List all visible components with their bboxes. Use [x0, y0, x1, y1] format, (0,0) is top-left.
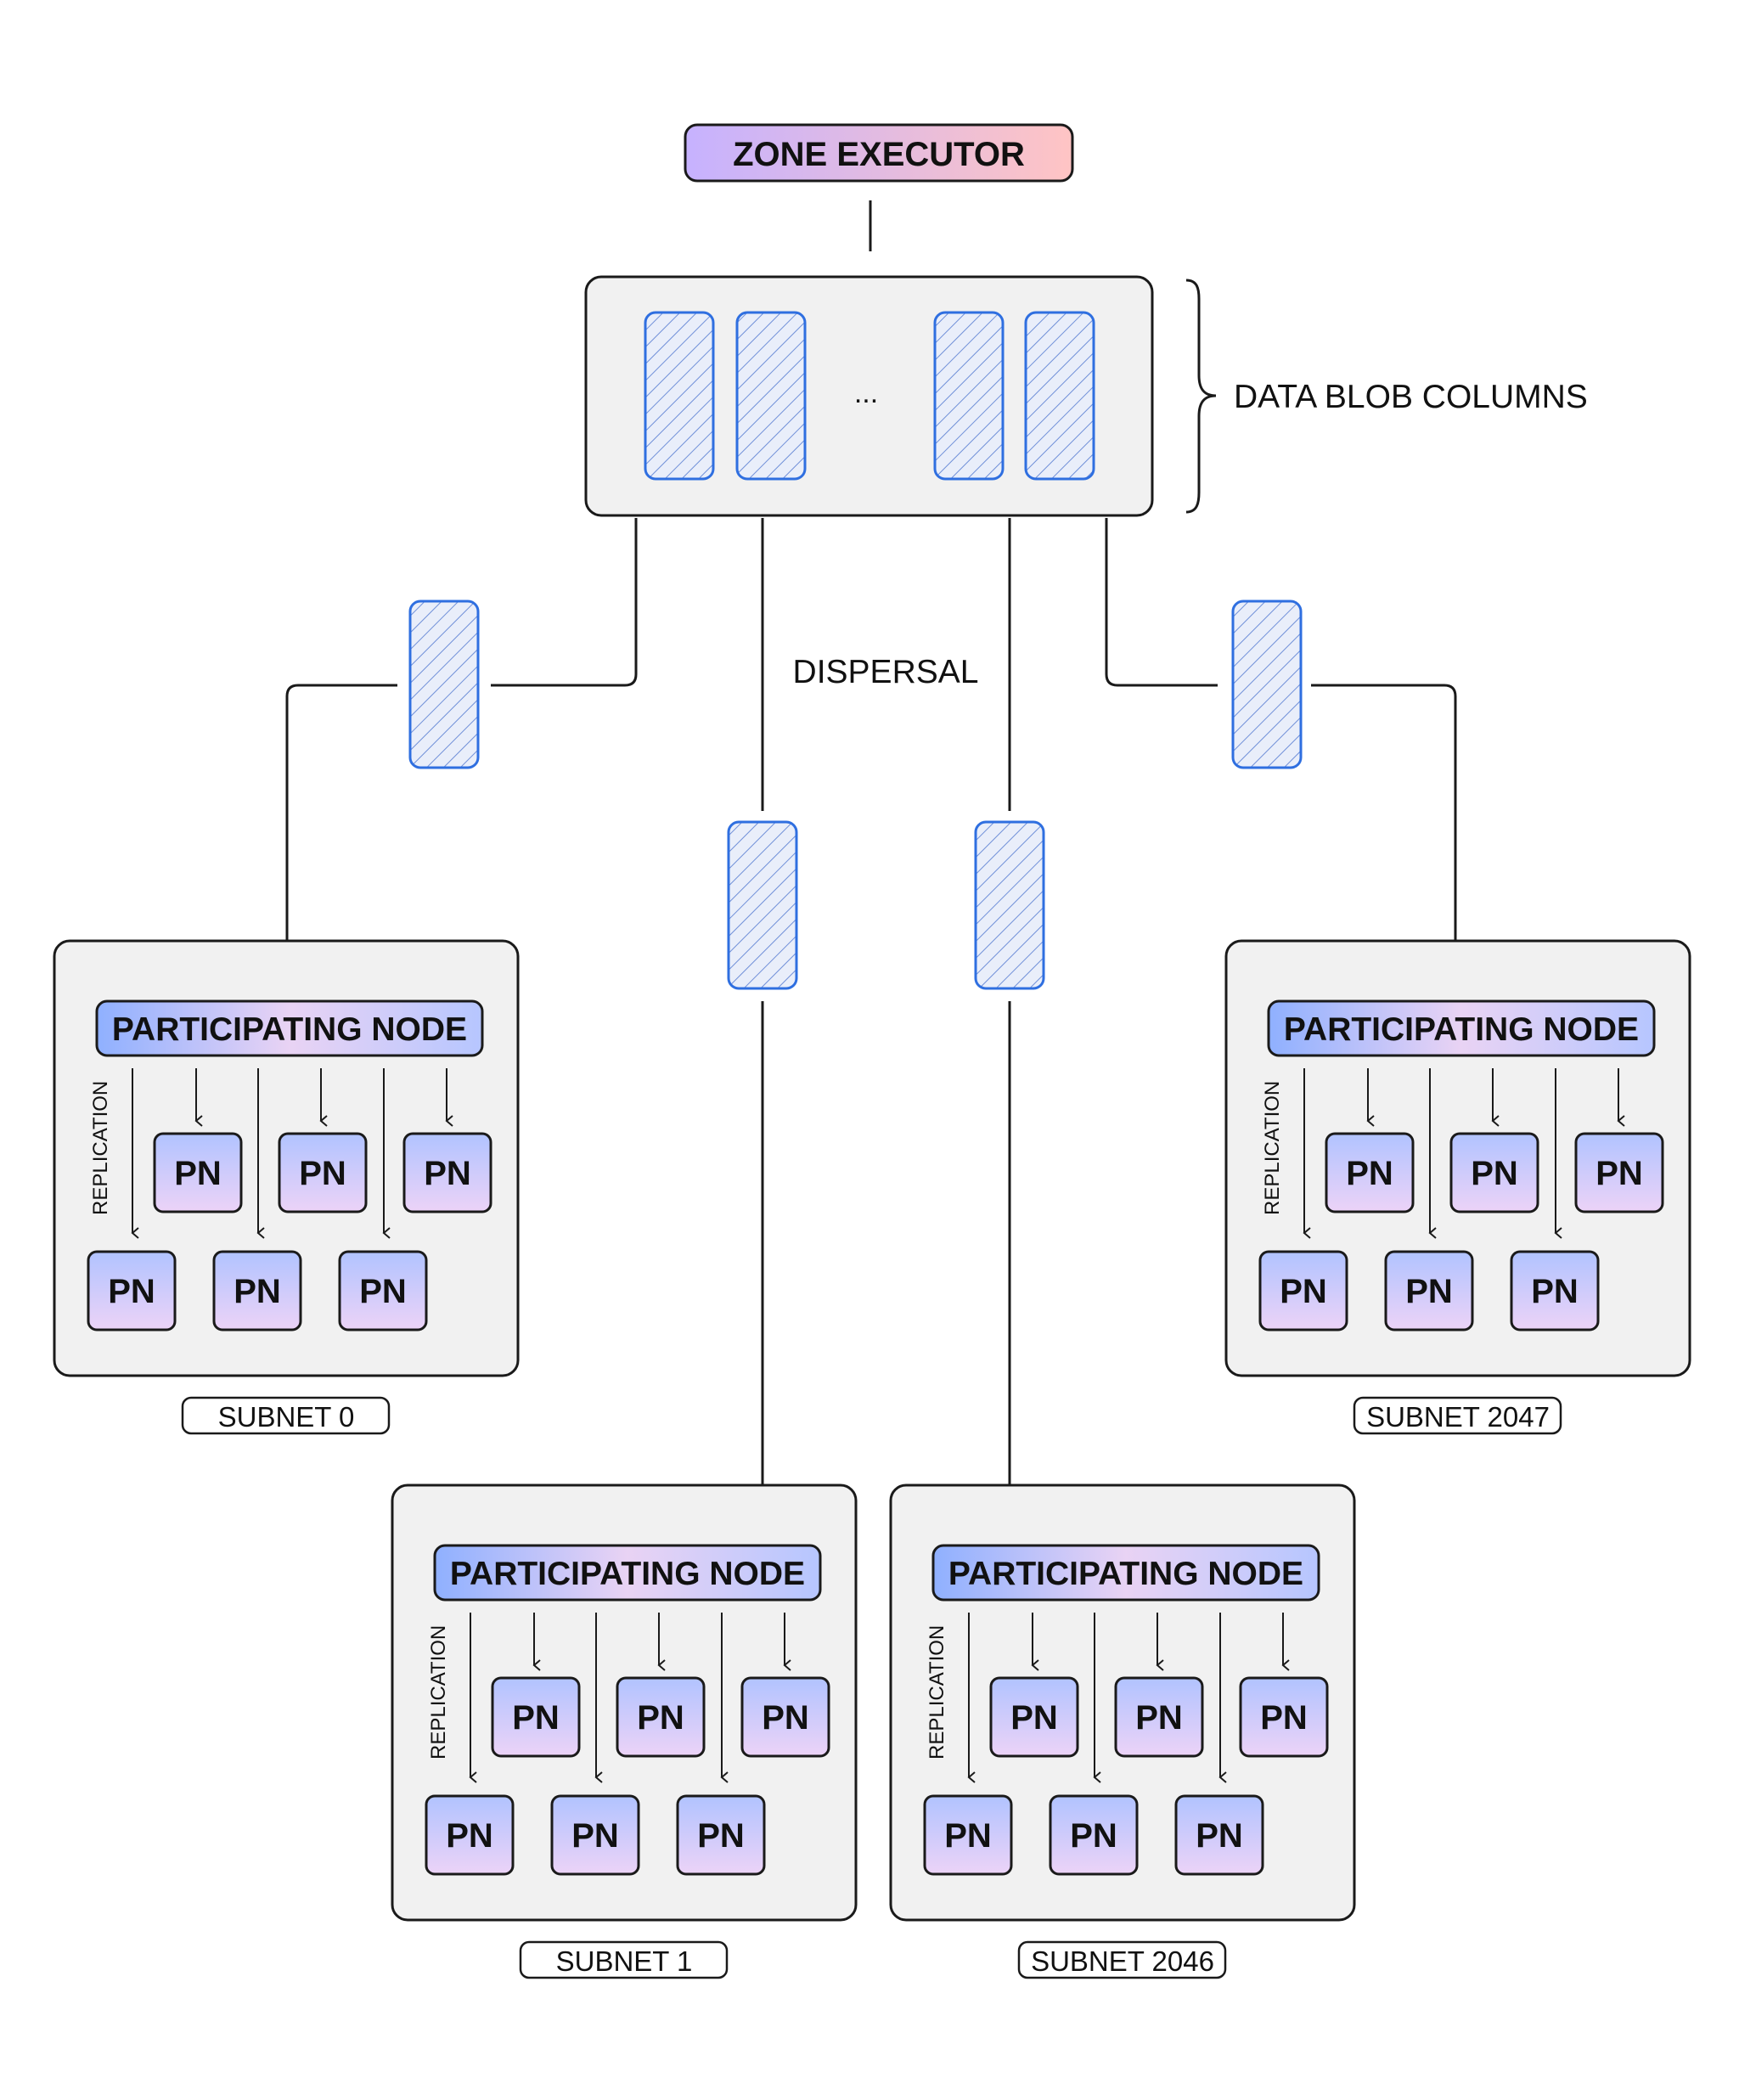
subnet-1: PARTICIPATING NODE REPLICATION PN PN PN PN PN P… — [391, 1484, 858, 1979]
blob-ellipsis: ... — [854, 377, 878, 409]
data-blob-container: ... — [584, 275, 1154, 517]
pn-box — [1384, 1250, 1474, 1332]
pn-box — [1049, 1794, 1139, 1876]
dispersal-path-subnet-0 — [491, 518, 638, 687]
pn-label: PN — [108, 1273, 155, 1310]
transit-blob-subnet-2047 — [1231, 600, 1303, 769]
pn-box — [1510, 1250, 1600, 1332]
subnet-badge — [181, 1396, 391, 1435]
participating-node-box — [931, 1544, 1320, 1602]
pn-box — [1449, 1132, 1539, 1213]
pn-box — [491, 1676, 581, 1758]
subnet-0: PARTICIPATING NODE REPLICATION PN PN PN PN PN P… — [53, 939, 520, 1435]
pn-box — [616, 1676, 706, 1758]
transit-blob-subnet-0 — [408, 600, 480, 769]
pn-label: PN — [944, 1817, 992, 1855]
pn-box — [278, 1132, 368, 1213]
transit-blob-subnet-2046 — [974, 820, 1045, 990]
pn-box — [87, 1250, 177, 1332]
replication-label: REPLICATION — [926, 1625, 948, 1759]
dispersal-connectors — [284, 518, 1464, 1529]
subnet-badge — [1353, 1396, 1562, 1435]
pn-box — [740, 1676, 830, 1758]
dispersal-path-subnet-2047 — [1105, 518, 1218, 687]
blob-column — [1024, 311, 1095, 481]
pn-box — [1114, 1676, 1204, 1758]
participating-node-label: PARTICIPATING NODE — [112, 1011, 467, 1048]
data-blob-columns-label: DATA BLOB COLUMNS — [1234, 379, 1588, 415]
pn-label: PN — [1070, 1817, 1117, 1855]
pn-label: PN — [1346, 1155, 1393, 1192]
pn-label: PN — [1010, 1699, 1058, 1737]
pn-box — [550, 1794, 640, 1876]
pn-box — [212, 1250, 302, 1332]
replication-label: REPLICATION — [89, 1081, 112, 1215]
subnet-2047: PARTICIPATING NODE REPLICATION PN PN PN PN PN P… — [1224, 939, 1691, 1435]
pn-label: PN — [762, 1699, 809, 1737]
subnet-2046: PARTICIPATING NODE REPLICATION PN PN PN PN PN P… — [889, 1484, 1356, 1979]
pn-label: PN — [1196, 1817, 1243, 1855]
subnets: PARTICIPATING NODE REPLICATION PN PN PN PN PN P… — [53, 939, 1691, 1979]
pn-label: PN — [359, 1273, 407, 1310]
data-blob-panel — [584, 275, 1154, 517]
transit-blob-subnet-1 — [727, 820, 798, 990]
pn-box — [676, 1794, 766, 1876]
pn-label: PN — [446, 1817, 493, 1855]
pn-box — [338, 1250, 428, 1332]
pn-box — [1325, 1132, 1415, 1213]
pn-label: PN — [1531, 1273, 1579, 1310]
pn-box — [402, 1132, 492, 1213]
pn-label: PN — [1471, 1155, 1518, 1192]
pn-box — [425, 1794, 515, 1876]
replication-label: REPLICATION — [1261, 1081, 1284, 1215]
pn-label: PN — [299, 1155, 346, 1192]
participating-node-box — [433, 1544, 822, 1602]
blob-column — [933, 311, 1005, 481]
subnet-name: SUBNET 1 — [556, 1945, 693, 1977]
dispersal-path-subnet-2047-b — [1311, 684, 1464, 988]
pn-label: PN — [1405, 1273, 1453, 1310]
pn-label: PN — [571, 1817, 619, 1855]
subnet-name: SUBNET 0 — [218, 1401, 355, 1433]
zone-executor-box — [684, 123, 1074, 183]
participating-node-box — [95, 999, 484, 1057]
participating-node-box — [1267, 999, 1656, 1057]
dispersal-path-subnet-0-b — [284, 684, 397, 988]
pn-box — [153, 1132, 243, 1213]
pn-box — [1258, 1250, 1348, 1332]
pn-box — [1174, 1794, 1264, 1876]
pn-label: PN — [174, 1155, 222, 1192]
pn-label: PN — [424, 1155, 471, 1192]
blob-column — [644, 311, 715, 481]
pn-label: PN — [1280, 1273, 1327, 1310]
pn-box — [923, 1794, 1013, 1876]
participating-node-label: PARTICIPATING NODE — [1284, 1011, 1639, 1048]
subnet-badge — [519, 1940, 729, 1979]
pn-box — [989, 1676, 1079, 1758]
pn-label: PN — [1135, 1699, 1183, 1737]
participating-node-label: PARTICIPATING NODE — [948, 1556, 1303, 1592]
blob-column — [735, 311, 807, 481]
pn-label: PN — [1595, 1155, 1643, 1192]
pn-label: PN — [512, 1699, 560, 1737]
pn-box — [1574, 1132, 1664, 1213]
subnet-name: SUBNET 2046 — [1031, 1945, 1214, 1977]
pn-label: PN — [234, 1273, 281, 1310]
pn-label: PN — [1260, 1699, 1308, 1737]
participating-node-label: PARTICIPATING NODE — [450, 1556, 805, 1592]
subnet-badge — [1017, 1940, 1227, 1979]
data-blob-brace — [1185, 279, 1217, 514]
dispersal-label: DISPERSAL — [793, 654, 979, 690]
subnet-name: SUBNET 2047 — [1366, 1401, 1550, 1433]
pn-box — [1239, 1676, 1329, 1758]
pn-label: PN — [637, 1699, 684, 1737]
pn-label: PN — [697, 1817, 745, 1855]
zone-executor: ZONE EXECUTOR — [684, 123, 1074, 183]
zone-executor-label: ZONE EXECUTOR — [733, 136, 1025, 173]
replication-label: REPLICATION — [427, 1625, 450, 1759]
